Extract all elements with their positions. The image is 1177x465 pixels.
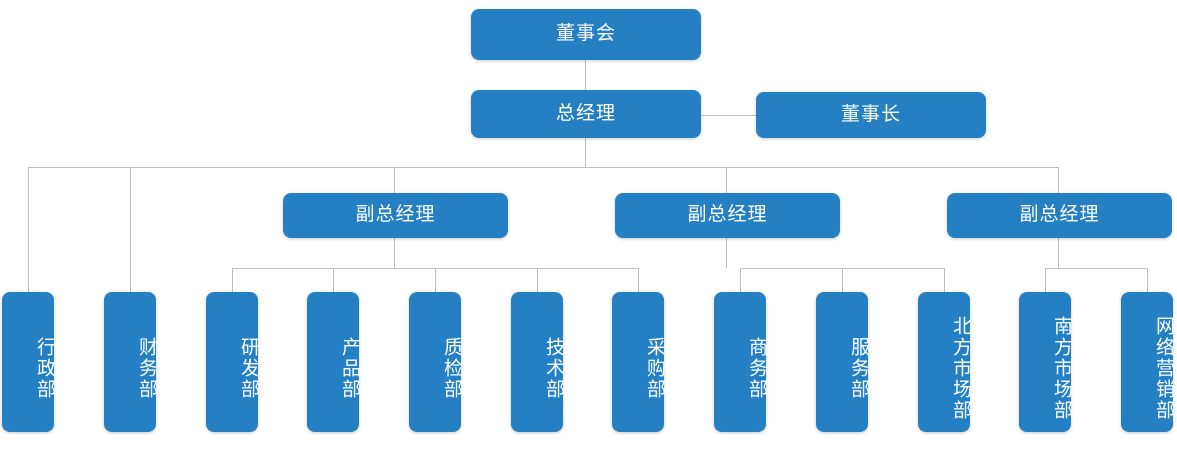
node-department-administration[interactable]: 行政部 (2, 292, 55, 432)
connector-vp1-to-qc (435, 268, 436, 292)
node-vice-president-1[interactable]: 副总经理 (283, 193, 508, 238)
connector-vp2-to-service (842, 268, 843, 292)
node-vice-president-3[interactable]: 副总经理 (947, 193, 1172, 238)
node-general-manager[interactable]: 总经理 (471, 90, 701, 138)
connector-bus-to-admin (28, 167, 29, 292)
node-department-research-development[interactable]: 研发部 (206, 292, 259, 432)
connector-vp3-drop (1058, 238, 1059, 268)
node-department-product[interactable]: 产品部 (307, 292, 360, 432)
node-board[interactable]: 董事会 (471, 9, 701, 60)
node-department-purchasing[interactable]: 采购部 (612, 292, 665, 432)
connector-bus-to-vp1 (394, 167, 395, 193)
node-vice-president-2[interactable]: 副总经理 (615, 193, 840, 238)
connector-bus-to-finance (130, 167, 131, 292)
node-department-online-marketing[interactable]: 网络营销部 (1121, 292, 1174, 432)
connector-gm-to-chairman (701, 115, 756, 116)
connector-vp2-to-north-market (944, 268, 945, 292)
node-department-service[interactable]: 服务部 (816, 292, 869, 432)
connector-vp2-to-business (740, 268, 741, 292)
connector-vp3-bus (1045, 268, 1147, 269)
connector-bus-to-vp2 (726, 167, 727, 193)
connector-gm-drop (585, 138, 586, 167)
connector-vp2-drop (726, 238, 727, 268)
node-chairman[interactable]: 董事长 (756, 92, 986, 138)
node-department-technology[interactable]: 技术部 (511, 292, 564, 432)
connector-vp3-to-south-market (1045, 268, 1046, 292)
node-department-north-market[interactable]: 北方市场部 (918, 292, 971, 432)
node-department-business[interactable]: 商务部 (714, 292, 767, 432)
connector-vp1-to-purchasing (638, 268, 639, 292)
connector-vp1-to-rd (232, 268, 233, 292)
node-department-south-market[interactable]: 南方市场部 (1019, 292, 1072, 432)
connector-main-bus (28, 167, 1059, 168)
connector-vp3-to-online-marketing (1147, 268, 1148, 292)
connector-board-to-gm (585, 60, 586, 93)
connector-bus-to-vp3 (1058, 167, 1059, 193)
connector-vp1-to-product (333, 268, 334, 292)
node-department-finance[interactable]: 财务部 (104, 292, 157, 432)
connector-vp1-drop (394, 238, 395, 268)
connector-vp1-to-tech (537, 268, 538, 292)
node-department-quality-control[interactable]: 质检部 (409, 292, 462, 432)
